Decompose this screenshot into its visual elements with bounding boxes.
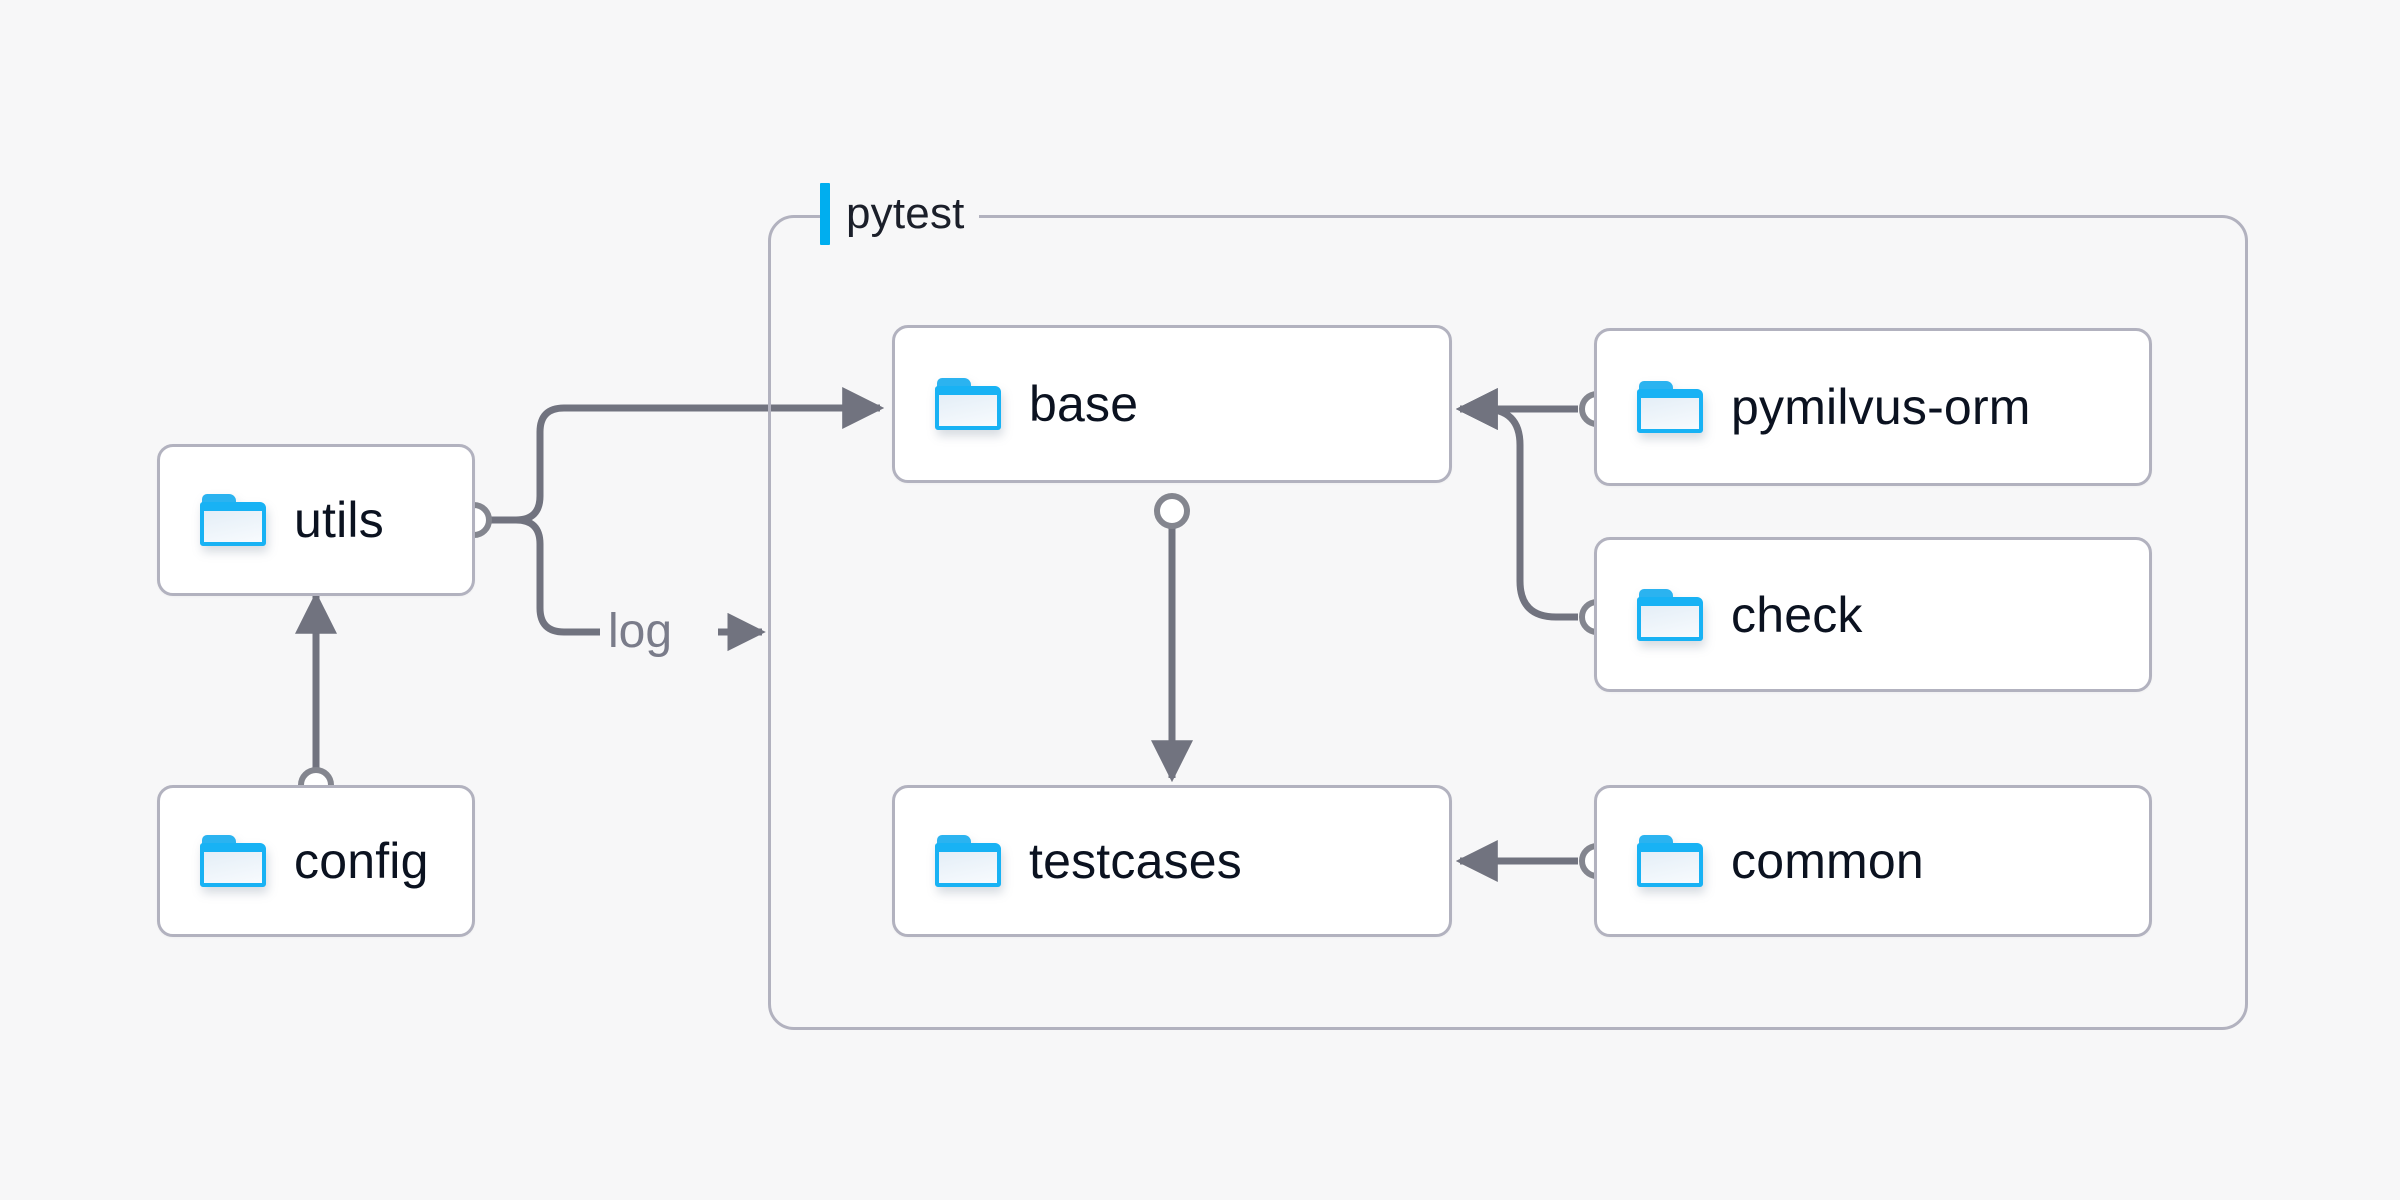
group-pytest-label-wrap: pytest xyxy=(820,183,979,245)
folder-icon xyxy=(200,494,266,546)
group-pytest-label: pytest xyxy=(846,189,965,238)
folder-icon xyxy=(1637,835,1703,887)
folder-icon xyxy=(200,835,266,887)
node-check-label: check xyxy=(1731,586,1863,643)
folder-icon xyxy=(935,378,1001,430)
group-pytest[interactable] xyxy=(768,215,2248,1030)
node-utils-label: utils xyxy=(294,492,384,548)
port-base-bottom[interactable] xyxy=(1154,493,1190,529)
folder-icon xyxy=(1637,381,1703,433)
node-pymilvus-orm-label: pymilvus-orm xyxy=(1731,379,2031,435)
folder-icon xyxy=(1637,588,1703,641)
node-common-label: common xyxy=(1731,833,1924,889)
node-config[interactable]: config xyxy=(157,785,475,937)
node-utils[interactable]: utils xyxy=(157,444,475,596)
node-common[interactable]: common xyxy=(1594,785,2152,937)
edge-utils-to-base xyxy=(515,387,885,524)
edge-check-to-base xyxy=(1455,388,1578,621)
node-base-label: base xyxy=(1029,376,1139,432)
accent-bar-icon xyxy=(820,183,830,245)
node-check[interactable]: check xyxy=(1594,537,2152,692)
node-base[interactable]: base xyxy=(892,325,1452,483)
folder-icon xyxy=(935,835,1001,887)
node-testcases[interactable]: testcases xyxy=(892,785,1452,937)
edge-utils-to-log xyxy=(515,516,600,636)
node-config-label: config xyxy=(294,833,429,889)
node-pymilvus-orm[interactable]: pymilvus-orm xyxy=(1594,328,2152,486)
node-testcases-label: testcases xyxy=(1029,833,1243,889)
edge-label-log: log xyxy=(608,605,673,658)
